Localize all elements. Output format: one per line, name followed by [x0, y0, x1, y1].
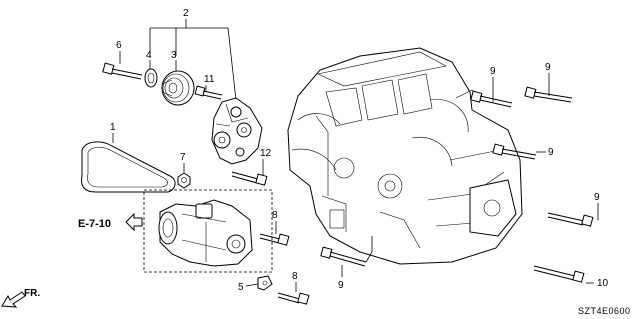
bolt-12 — [231, 171, 268, 186]
callout-3: 3 — [171, 50, 177, 61]
bolt-9-right — [547, 212, 594, 227]
callout-4: 4 — [146, 50, 152, 61]
callout-7: 7 — [180, 152, 186, 163]
callout-10: 10 — [597, 278, 609, 289]
reference-label: E-7-10 — [78, 218, 111, 230]
bolt-9-mid — [492, 143, 537, 160]
bolt-8-upper — [259, 233, 290, 246]
terminal-5 — [257, 275, 273, 291]
washer-4 — [144, 68, 158, 88]
callout-11: 11 — [204, 74, 215, 85]
bolt-8-lower — [277, 292, 310, 305]
bolt-6 — [102, 62, 143, 80]
bolt-11 — [194, 85, 223, 100]
callout-12: 12 — [260, 148, 272, 159]
callout-9-right: 9 — [594, 192, 600, 203]
callout-9-top-right: 9 — [545, 62, 551, 73]
callout-9-top-left: 9 — [490, 66, 496, 77]
callout-2-bracket — [149, 19, 237, 101]
callout-8-upper: 8 — [272, 210, 278, 221]
front-label: FR. — [24, 288, 40, 299]
callout-8-lower: 8 — [292, 271, 298, 282]
bolt-10 — [533, 265, 585, 283]
auto-tensioner-assembly — [211, 97, 263, 165]
callout-5: 5 — [238, 282, 244, 293]
callout-9-mid: 9 — [548, 147, 554, 158]
bolt-9-top-right — [524, 86, 573, 103]
callout-1: 1 — [110, 122, 116, 133]
bolt-9-bottom — [320, 236, 373, 267]
starter-motor — [158, 199, 253, 267]
bolt-9-top-left — [470, 90, 513, 108]
diagram-code: SZT4E0600 — [578, 306, 631, 316]
idler-pulley-3 — [161, 70, 195, 106]
callout-9-bottom: 9 — [338, 280, 344, 291]
callout-6: 6 — [116, 40, 122, 51]
engine-block — [287, 47, 523, 265]
hollow-arrow-left-icon — [125, 212, 143, 232]
nut-7 — [177, 172, 191, 189]
front-direction-arrow-icon — [1, 291, 26, 308]
drive-belt-1 — [81, 141, 176, 193]
callout-2: 2 — [183, 8, 189, 19]
